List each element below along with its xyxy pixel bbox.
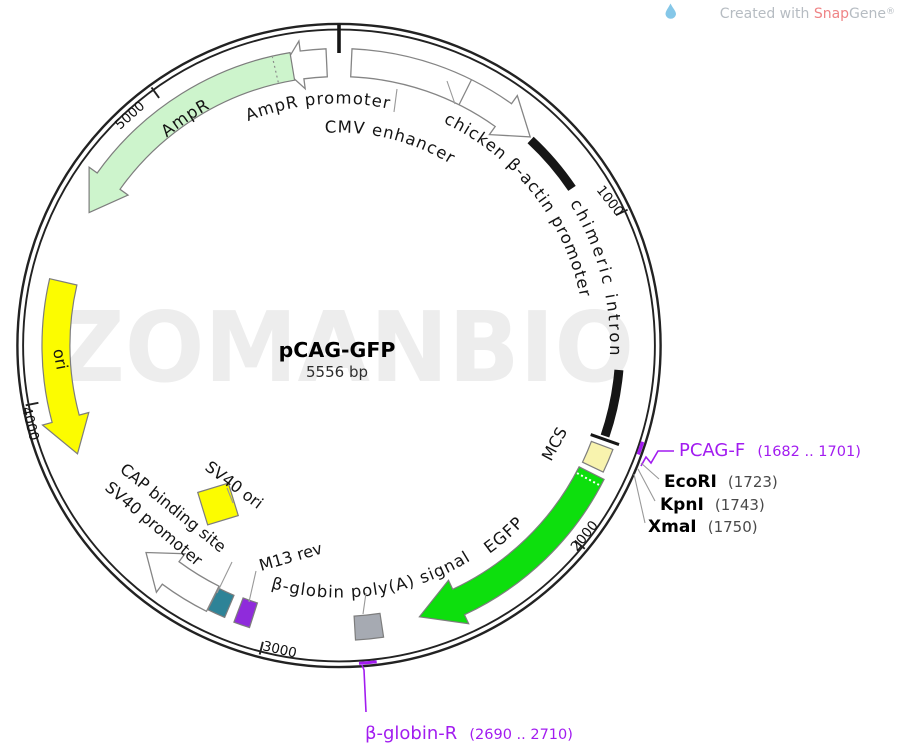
primer-pcagf-name: PCAG-F [679,440,745,461]
feature-ampr-arrow [88,51,296,214]
label-ampr-promoter: AmpR promoter [243,88,393,125]
primer-annotations: PCAG-F (1682 .. 1701) β-globin-R (2690 .… [358,440,861,744]
snapgene-credit: Created with SnapGene® [665,3,895,22]
label-mcs: MCS [538,424,571,464]
enzyme-ecori-label: EcoRI (1723) [664,472,778,492]
credit-brand-snap: Snap [814,6,849,22]
tick-label-1000: 1000 [593,183,627,220]
tick-label-4000: 4000 [18,405,42,442]
feature-m13-rev-box [233,597,259,629]
watermark-text: ZOMANBIO [57,291,634,404]
tick-2000 [574,539,586,550]
primer-pcagf-label: PCAG-F (1682 .. 1701) [679,440,861,461]
label-cmv-enhancer: CMV enhancer [324,117,458,167]
primer-pcagf-mark [636,441,645,455]
backbone-outer-ring [16,22,662,669]
credit-created-with: Created with [720,6,814,22]
enzyme-ecori-name: EcoRI [664,472,717,492]
label-ori: ori [49,347,72,371]
feature-chimeric-intron-arc2 [600,369,624,438]
credit-brand-gene: Gene [849,6,886,22]
tick-5000 [150,86,160,99]
primer-bglobin-range: (2690 .. 2710) [469,727,573,743]
leader-actin-promoter [446,80,456,105]
primer-pcagf-leader [640,450,674,467]
feature-egfp-arrow [418,465,605,625]
leader-cap-binding [216,561,233,594]
plasmid-size: 5556 bp [306,363,368,381]
enzyme-annotations: EcoRI (1723) KpnI (1743) XmaI (1750) [633,462,778,537]
plasmid-backbone [16,22,662,669]
tick-1000 [615,208,629,217]
snapgene-logo-icon [665,3,676,19]
leader-m13-rev [248,570,257,603]
feature-cag-divider [458,79,473,106]
leader-polya [362,592,367,615]
enzyme-xmai-label: XmaI (1750) [648,517,758,537]
feature-sv40-promoter-arrow [145,551,220,613]
tick-3000 [258,641,264,655]
plasmid-title: pCAG-GFP 5556 bp [279,338,396,381]
leader-xmai [633,473,646,524]
tick-4000 [25,401,39,407]
leader-ecori [640,462,660,480]
credit-text: Created with SnapGene® [720,6,895,22]
label-ampr-promoter-text: AmpR promoter [243,88,392,125]
primer-bglobin-label: β-globin-R (2690 .. 2710) [365,723,573,744]
feature-chimeric-intron-endbar [590,433,620,447]
label-cmv-enhancer-text: CMV enhancer [324,117,457,167]
feature-polya-box [353,612,385,641]
enzyme-kpni-pos: (1743) [715,496,765,514]
primer-bglobin-leader [361,664,367,713]
enzyme-xmai-pos: (1750) [708,518,758,536]
feature-ampr-dotted [271,56,279,83]
features [41,39,624,641]
credit-registered-mark: ® [886,7,895,17]
primer-bglobin-name: β-globin-R [365,723,457,744]
enzyme-ecori-pos: (1723) [728,473,778,491]
leader-kpni [637,468,656,502]
enzyme-kpni-name: KpnI [660,495,704,515]
feature-mcs-box [581,440,614,473]
enzyme-kpni-label: KpnI (1743) [660,495,765,515]
feature-chimeric-intron-arc1 [527,136,576,191]
label-m13-rev: M13 rev [257,539,325,575]
leader-cmv-enhancer [393,88,398,113]
primer-bglobin-mark [358,660,377,665]
feature-sv40-ori-box [196,482,240,526]
leader-lines [216,80,456,615]
feature-cag-promoter-arrow [350,48,532,138]
primer-pcagf-range: (1682 .. 1701) [757,444,861,460]
feature-ori-arrow [41,277,90,455]
leader-sv40-ori [226,487,234,504]
plasmid-name: pCAG-GFP [279,338,396,362]
enzyme-xmai-name: XmaI [648,517,697,537]
tick-label-3000: 3000 [261,638,298,661]
